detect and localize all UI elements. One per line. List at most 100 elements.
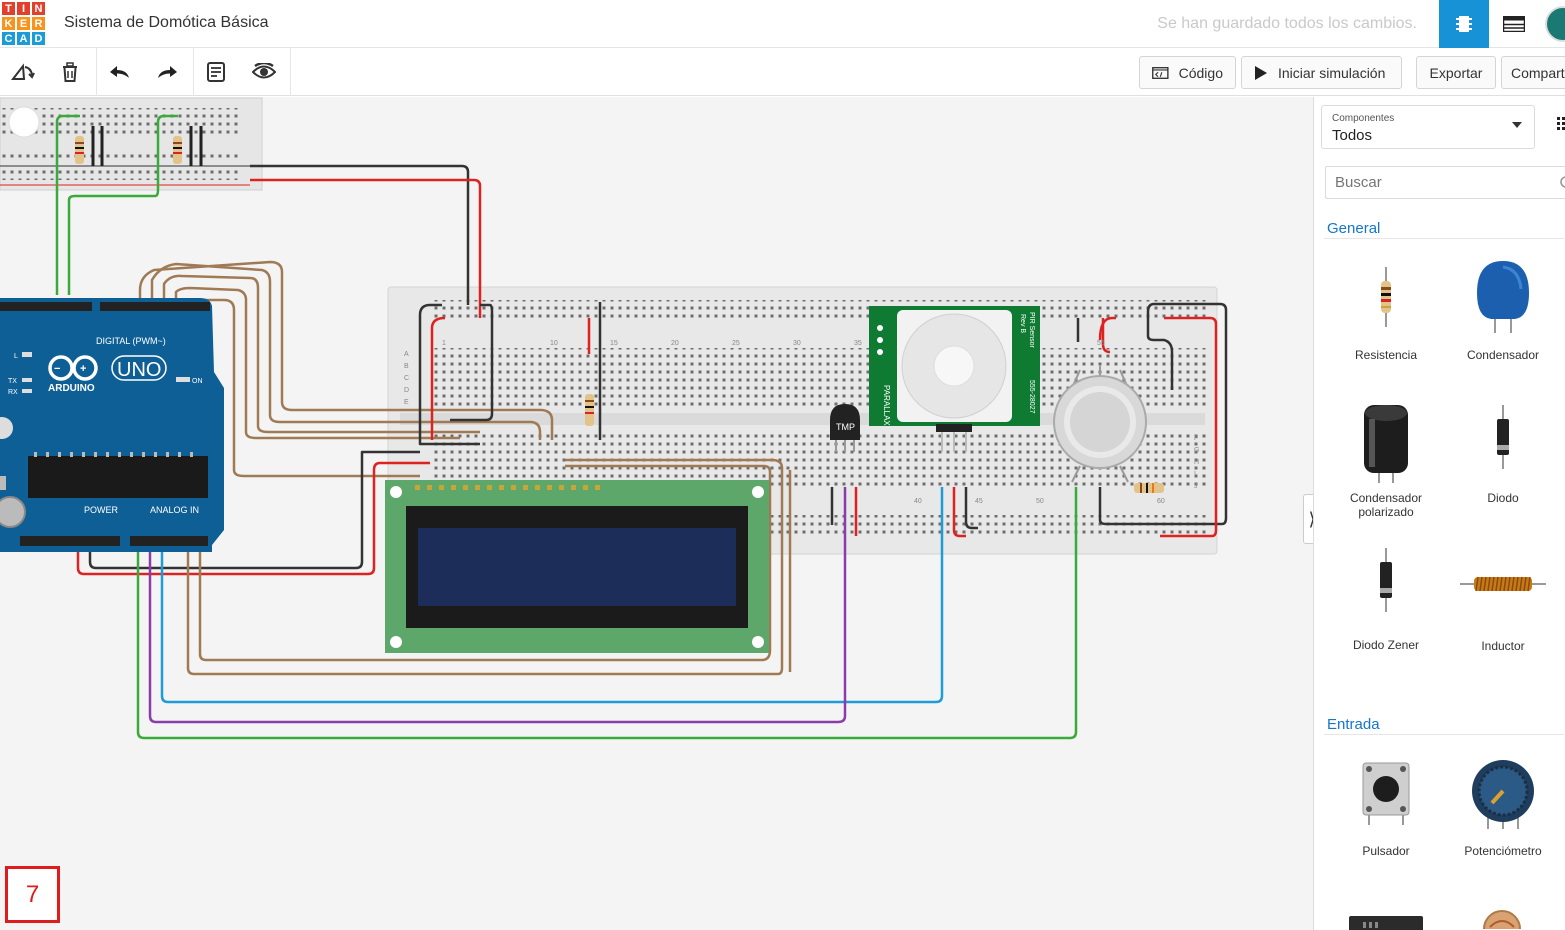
grid-view-icon[interactable]	[1557, 117, 1565, 131]
share-button[interactable]: Compartir	[1501, 56, 1565, 89]
play-icon	[1255, 65, 1267, 80]
export-label: Exportar	[1429, 64, 1483, 81]
lcd-display-16x2[interactable]	[385, 480, 769, 653]
trash-icon	[63, 62, 77, 82]
pir-motion-sensor[interactable]: PARALLAX PIR Sensor Rev B 555-28027	[869, 306, 1040, 452]
pir-brand: PARALLAX	[882, 385, 891, 426]
breadboard-resistor[interactable]	[585, 394, 594, 426]
pir-rev: Rev B	[1019, 314, 1026, 333]
user-avatar[interactable]	[1545, 6, 1565, 42]
arduino-model-label: UNO	[117, 359, 161, 381]
wire-black	[88, 450, 420, 570]
export-button[interactable]: Exportar	[1416, 56, 1496, 89]
wire-black	[450, 303, 494, 422]
bb-row-label: C	[404, 375, 409, 382]
bb-number: 30	[793, 340, 801, 347]
wire-red	[1098, 316, 1116, 341]
wire-blue	[160, 487, 944, 704]
wire-brown	[188, 298, 420, 478]
eye-icon	[252, 63, 276, 79]
wire-black	[418, 303, 480, 446]
wire-green	[136, 487, 1078, 740]
search-icon	[1560, 176, 1565, 188]
bb-row-label: H	[1194, 459, 1199, 466]
component-label: Inductor	[1481, 639, 1525, 653]
component-label: Pulsador	[1362, 844, 1410, 858]
circuit-canvas[interactable]: − + UNO ARDUINO DIGITAL (PWM~) POWER ANA…	[0, 97, 1313, 930]
logo-letter: K	[1, 16, 16, 31]
arduino-uno-board[interactable]: − + UNO ARDUINO DIGITAL (PWM~) POWER ANA…	[0, 298, 224, 552]
notes-button[interactable]	[199, 56, 233, 88]
wire-red	[430, 316, 446, 440]
start-simulation-label: Iniciar simulación	[1278, 64, 1386, 81]
gas-sensor[interactable]	[1053, 366, 1147, 483]
arduino-l-label: L	[14, 353, 18, 360]
logo-letter: A	[16, 31, 31, 46]
visibility-button[interactable]	[247, 56, 281, 88]
app-header: T I N K E R C A D Sistema de Domótica Bá…	[0, 0, 1565, 48]
search-input[interactable]	[1326, 167, 1565, 198]
bb-row-label: I	[1194, 471, 1196, 478]
circuit-drawing[interactable]: − + UNO ARDUINO DIGITAL (PWM~) POWER ANA…	[0, 97, 1313, 930]
save-status: Se han guardado todos los cambios.	[1157, 15, 1417, 32]
section-title-entrada: Entrada	[1327, 716, 1380, 733]
temperature-sensor-tmp36[interactable]: TMP	[830, 404, 860, 452]
wire-brown	[186, 458, 784, 676]
section-title-general: General	[1327, 220, 1381, 237]
component-label: Condensador	[1466, 348, 1540, 362]
zoom-fit-control[interactable]	[8, 106, 40, 138]
undo-button[interactable]	[103, 56, 137, 88]
wire-black	[1098, 302, 1228, 526]
redo-button[interactable]	[150, 56, 184, 88]
chip-icon	[1456, 16, 1472, 32]
rotate-button[interactable]	[6, 56, 40, 88]
tinkercad-logo[interactable]: T I N K E R C A D	[0, 0, 46, 46]
bb-number: 60	[1157, 498, 1165, 505]
step-badge: 7	[5, 866, 60, 923]
arduino-rx-label: RX	[8, 389, 18, 396]
small-board-resistor[interactable]	[173, 136, 182, 164]
project-title[interactable]: Sistema de Domótica Básica	[64, 14, 269, 31]
wire-red	[952, 487, 966, 538]
photoresistor-icon	[1483, 910, 1521, 929]
components-filter-select[interactable]: Componentes Todos	[1321, 105, 1535, 149]
small-board-resistor[interactable]	[75, 136, 84, 164]
wire-green	[55, 114, 80, 295]
wire-black	[964, 487, 978, 530]
component-label: Resistencia	[1354, 348, 1418, 362]
share-label: Compartir	[1511, 64, 1565, 81]
arduino-analog-label: ANALOG IN	[150, 505, 199, 515]
code-button[interactable]: Código	[1139, 56, 1236, 89]
arduino-tx-label: TX	[8, 378, 17, 385]
logo-letter: N	[31, 1, 46, 16]
bb-number: 40	[914, 498, 922, 505]
polarized-capacitor-icon	[1364, 405, 1408, 483]
rotate-icon	[11, 63, 35, 80]
gas-sensor-resistor[interactable]	[1134, 483, 1164, 493]
bb-row-label: A	[404, 351, 409, 358]
wire-purple	[148, 487, 847, 724]
component-search[interactable]	[1325, 166, 1565, 199]
component-list-button[interactable]	[1489, 0, 1539, 48]
bb-number: 15	[610, 340, 618, 347]
component-label: Condensador polarizado	[1349, 491, 1423, 519]
list-table-icon	[1503, 16, 1525, 32]
code-icon	[1152, 66, 1169, 79]
circuit-view-button[interactable]	[1439, 0, 1489, 48]
delete-button[interactable]	[53, 56, 87, 88]
wire-brown	[150, 262, 542, 440]
components-panel: Componentes Todos General Resistencia Co…	[1313, 97, 1565, 930]
bb-number: 20	[671, 340, 679, 347]
wire-brown	[198, 464, 772, 662]
diode-icon	[1497, 405, 1509, 469]
bb-row-label: G	[1194, 447, 1199, 454]
keypad-icon	[1349, 916, 1423, 930]
small-breadboard[interactable]	[0, 97, 263, 191]
pushbutton-icon	[1362, 762, 1410, 825]
start-simulation-button[interactable]: Iniciar simulación	[1241, 56, 1402, 89]
components-filter-label: Componentes	[1332, 113, 1395, 124]
notes-icon	[207, 62, 225, 82]
chevron-down-icon	[1512, 122, 1522, 128]
logo-letter: R	[31, 16, 46, 31]
wire-brown	[138, 260, 554, 440]
